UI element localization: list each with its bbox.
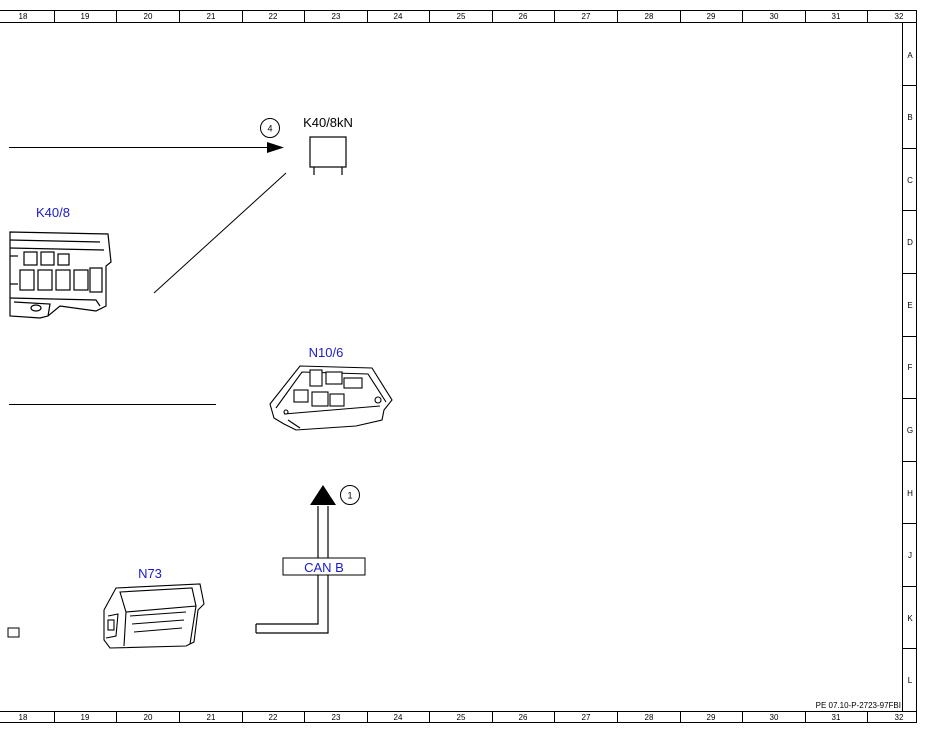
column-label: 30 — [770, 713, 779, 722]
column-label: 31 — [832, 713, 841, 722]
column-label: 19 — [81, 713, 90, 722]
row-label: J — [908, 551, 912, 560]
column-label: 18 — [19, 12, 28, 21]
control-module-n73-icon — [103, 583, 205, 649]
column-label: 28 — [645, 12, 654, 21]
row-label: D — [907, 238, 913, 247]
column-label: 24 — [394, 12, 403, 21]
connector-stub-icon — [7, 627, 20, 638]
can-b-label-box: CAN B — [282, 557, 366, 576]
column-label: 31 — [832, 12, 841, 21]
row-label: H — [907, 489, 913, 498]
column-label: 29 — [707, 713, 716, 722]
row-label: A — [907, 51, 913, 60]
reference-marker-1: 1 — [340, 485, 360, 505]
column-label: 30 — [770, 12, 779, 21]
column-label: 32 — [895, 12, 904, 21]
can-b-arrowhead — [310, 485, 336, 505]
top-column-labels: 18 19 20 21 22 23 24 25 26 27 28 29 30 3… — [19, 12, 904, 21]
column-label: 28 — [645, 713, 654, 722]
column-label: 24 — [394, 713, 403, 722]
column-label: 21 — [207, 12, 216, 21]
row-label: C — [907, 176, 913, 185]
bottom-column-labels: 18 19 20 21 22 23 24 25 26 27 28 29 30 3… — [19, 713, 904, 722]
row-label: F — [908, 363, 913, 372]
leader-line-k40-8 — [153, 172, 287, 294]
can-b-label: CAN B — [304, 560, 344, 575]
row-label: G — [907, 426, 913, 435]
column-label: 23 — [332, 713, 341, 722]
column-label: 25 — [457, 12, 466, 21]
row-label: E — [907, 301, 912, 310]
relay-k40-8kn-icon — [309, 136, 347, 175]
column-label: 29 — [707, 12, 716, 21]
column-label: 26 — [519, 713, 528, 722]
k40-8kn-label: K40/8kN — [303, 115, 353, 130]
column-label: 22 — [269, 12, 278, 21]
column-label: 20 — [144, 12, 153, 21]
column-label: 21 — [207, 713, 216, 722]
reference-marker-4: 4 — [260, 118, 280, 138]
svg-text:1: 1 — [347, 491, 352, 501]
n73-label: N73 — [138, 566, 162, 581]
can-b-bus-line — [255, 506, 329, 634]
control-module-n10-6-icon — [269, 365, 393, 431]
column-label: 25 — [457, 713, 466, 722]
row-label: B — [907, 113, 912, 122]
column-label: 19 — [81, 12, 90, 21]
row-label: L — [908, 676, 913, 685]
document-reference: PE 07.10-P-2723-97FBI — [816, 701, 901, 710]
top-ruler — [0, 10, 917, 23]
bottom-ruler — [0, 711, 917, 723]
n10-6-label: N10/6 — [309, 345, 344, 360]
column-label: 27 — [582, 12, 591, 21]
row-label: K — [907, 614, 913, 623]
column-label: 20 — [144, 713, 153, 722]
column-label: 22 — [269, 713, 278, 722]
signal-line-to-k40-8kn — [9, 142, 284, 153]
fuse-relay-box-k40-8-icon — [9, 231, 112, 319]
column-label: 32 — [895, 713, 904, 722]
column-label: 26 — [519, 12, 528, 21]
column-label: 18 — [19, 713, 28, 722]
row-labels: A B C D E F G H J K L — [907, 51, 913, 685]
svg-text:4: 4 — [267, 124, 272, 134]
right-ruler — [902, 10, 917, 722]
column-label: 27 — [582, 713, 591, 722]
column-label: 23 — [332, 12, 341, 21]
k40-8-label: K40/8 — [36, 205, 70, 220]
